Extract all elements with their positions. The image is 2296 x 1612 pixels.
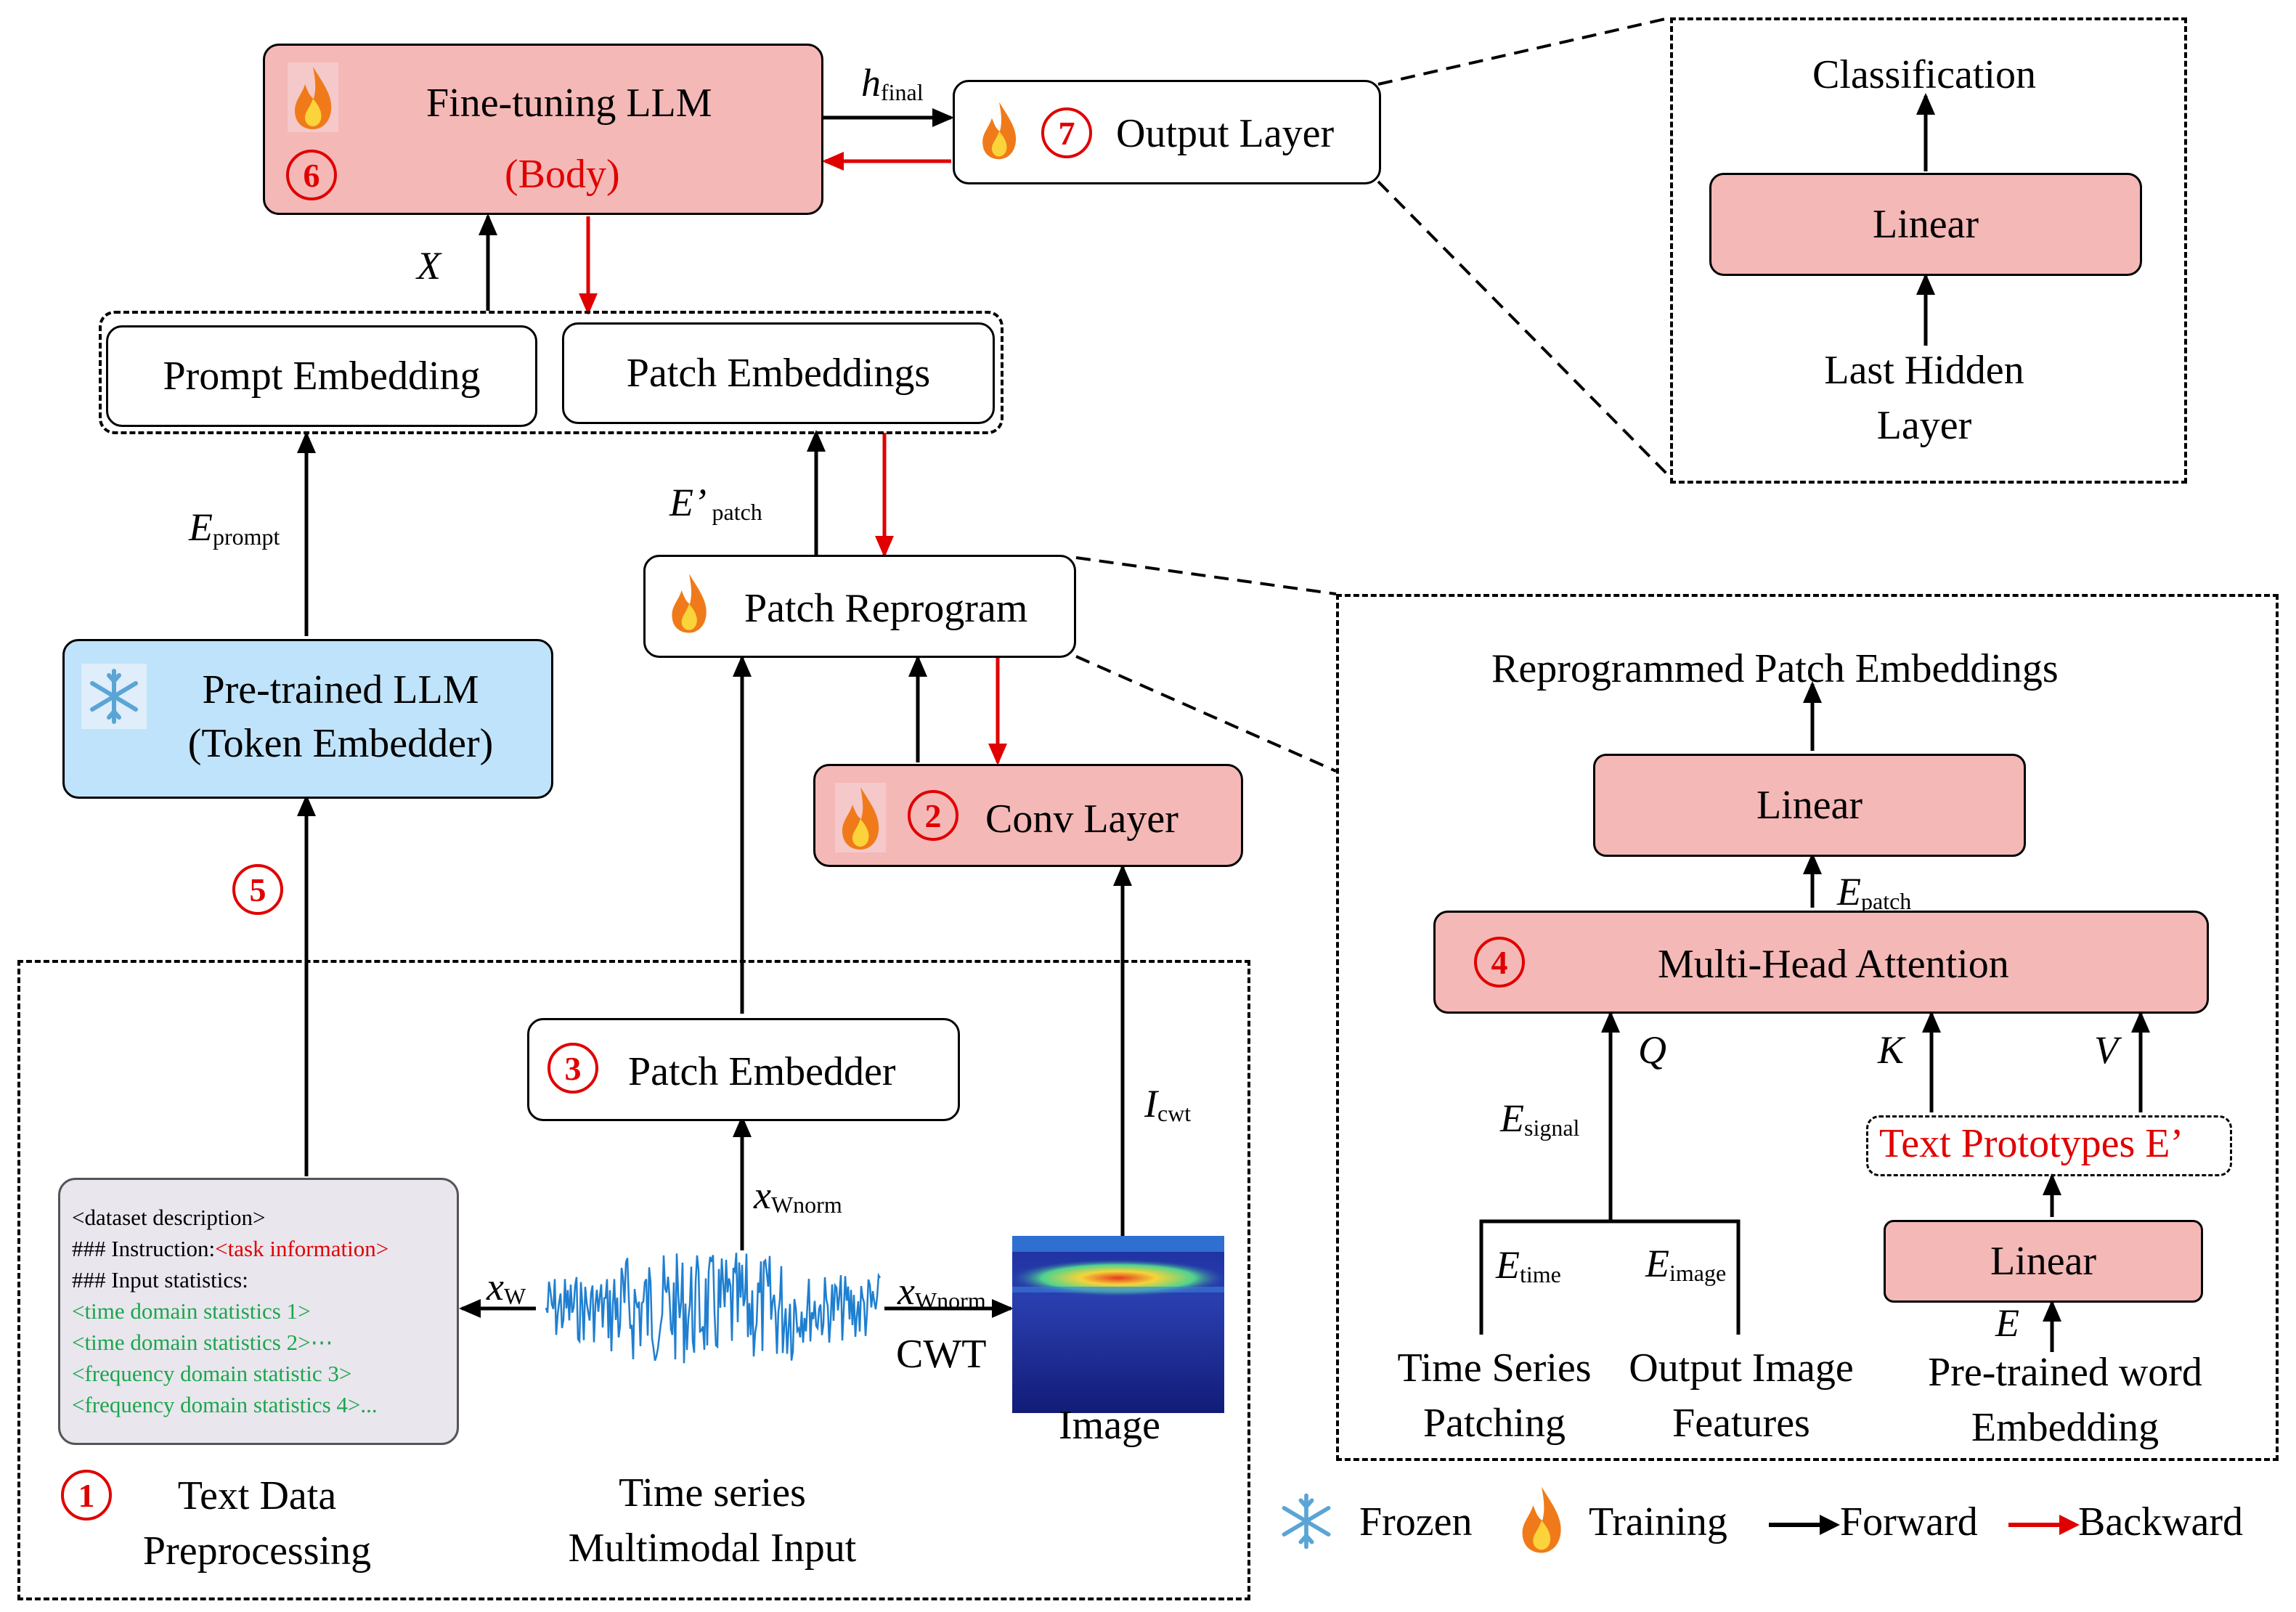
pretrained-llm-label: Pre-trained LLM (Token Embedder) xyxy=(187,667,494,766)
last-hidden-layer-label: Last Hidden Layer xyxy=(1824,348,2024,448)
output-layer-box: Output Layer xyxy=(953,80,1381,184)
text-data-preprocessing-label: Text Data Preprocessing xyxy=(142,1473,372,1574)
v-label: V xyxy=(2094,1028,2118,1072)
cwt-label: CWT xyxy=(896,1332,987,1377)
prompt-line: <time domain statistics 2>⋯ xyxy=(72,1330,333,1355)
prompt-line: ### Input statistics: xyxy=(72,1267,248,1293)
input-region xyxy=(17,960,1250,1600)
q-label: Q xyxy=(1638,1028,1666,1072)
legend-backward-arrow xyxy=(2008,1515,2080,1535)
e-patch-label: Epatch xyxy=(1837,870,1912,914)
legend-forward-arrow xyxy=(1769,1515,1840,1535)
x-w-label: xW xyxy=(487,1265,526,1309)
flame-icon xyxy=(976,97,1022,163)
reprogram-linear-bottom: Linear xyxy=(1884,1220,2203,1303)
flame-icon xyxy=(288,62,338,132)
reprogram-detail-panel xyxy=(1336,594,2279,1461)
prompt-line: ### Instruction:<task information> xyxy=(72,1236,389,1261)
e-image-label: Eimage xyxy=(1645,1242,1727,1286)
reprogrammed-title: Reprogrammed Patch Embeddings xyxy=(1491,646,2059,691)
e-label: E xyxy=(1995,1301,2019,1345)
step-1-badge: 1 xyxy=(61,1470,112,1521)
prompt-line: <frequency domain statistics 4>... xyxy=(72,1392,378,1417)
text-prototypes-label: Text Prototypes E’ xyxy=(1879,1121,2184,1166)
prompt-line: <dataset description> xyxy=(72,1205,266,1230)
body-label: (Body) xyxy=(505,152,620,197)
step-5-badge: 5 xyxy=(232,864,283,915)
legend-forward: Forward xyxy=(1840,1499,1978,1544)
e-patch-prime-label: E’ patch xyxy=(669,481,762,525)
prompt-embedding-box: Prompt Embedding xyxy=(106,325,537,427)
output-image-features-label: Output Image Features xyxy=(1629,1346,1854,1446)
x-wnorm-label-top: xWnorm xyxy=(754,1173,842,1218)
x-label: X xyxy=(417,244,441,288)
step-6-badge: 6 xyxy=(286,150,337,200)
e-prompt-label: Eprompt xyxy=(189,505,280,550)
text-prototypes-box xyxy=(1866,1115,2232,1176)
snowflake-icon xyxy=(81,664,147,729)
prompt-line: <frequency domain statistic 3> xyxy=(72,1361,352,1386)
mha-label: Multi-Head Attention xyxy=(1658,942,2009,987)
e-time-label: Etime xyxy=(1496,1243,1561,1287)
snowflake-icon xyxy=(1275,1490,1338,1552)
reprogram-linear-top: Linear xyxy=(1593,754,2026,857)
step-3-badge: 3 xyxy=(547,1043,598,1094)
patch-embedder-box: Patch Embedder xyxy=(527,1018,960,1121)
ts-multimodal-input-label: Time series Multimodal Input xyxy=(568,1470,857,1571)
patch-embeddings-box: Patch Embeddings xyxy=(562,322,995,424)
flame-icon xyxy=(665,569,713,636)
ts-patching-label: Time Series Patching xyxy=(1397,1346,1592,1446)
patch-reprogram-box: Patch Reprogram xyxy=(643,555,1076,658)
k-label: K xyxy=(1878,1028,1905,1072)
classification-panel xyxy=(1670,17,2187,484)
step-2-badge: 2 xyxy=(908,790,958,841)
conv-layer-label: Conv Layer xyxy=(985,797,1178,842)
step-4-badge: 4 xyxy=(1474,937,1525,988)
image-label: Image xyxy=(1059,1403,1160,1448)
h-final-label: hfinal xyxy=(861,61,924,105)
classification-linear-box: Linear xyxy=(1709,173,2142,276)
cwt-scalogram-image xyxy=(1009,1236,1227,1413)
legend-frozen: Frozen xyxy=(1359,1499,1473,1544)
pretrained-word-label: Pre-trained word Embedding xyxy=(1928,1350,2202,1450)
prompt-template-card: <dataset description> ### Instruction:<t… xyxy=(58,1178,459,1445)
patch-reprogram-label: Patch Reprogram xyxy=(744,586,1028,631)
patch-embedder-label: Patch Embedder xyxy=(628,1049,896,1094)
step-7-badge: 7 xyxy=(1041,107,1092,158)
prompt-line: <time domain statistics 1> xyxy=(72,1298,311,1324)
classification-title: Classification xyxy=(1812,52,2036,97)
i-cwt-label: Icwt xyxy=(1144,1082,1192,1126)
flame-icon xyxy=(1515,1481,1568,1557)
multi-head-attention-box: Multi-Head Attention xyxy=(1433,911,2209,1014)
e-signal-label: Esignal xyxy=(1500,1096,1580,1141)
flame-icon xyxy=(835,783,886,852)
time-series-waveform xyxy=(545,1253,882,1364)
fine-tuning-llm-box: Fine-tuning LLM (Body) xyxy=(263,44,823,215)
output-layer-label: Output Layer xyxy=(1116,111,1335,156)
embedding-group xyxy=(99,311,1004,434)
legend-training: Training xyxy=(1589,1499,1727,1544)
fine-tuning-llm-label: Fine-tuning LLM xyxy=(426,81,712,126)
legend-backward: Backward xyxy=(2078,1499,2244,1544)
x-wnorm-label-right: xWnorm xyxy=(897,1269,986,1314)
